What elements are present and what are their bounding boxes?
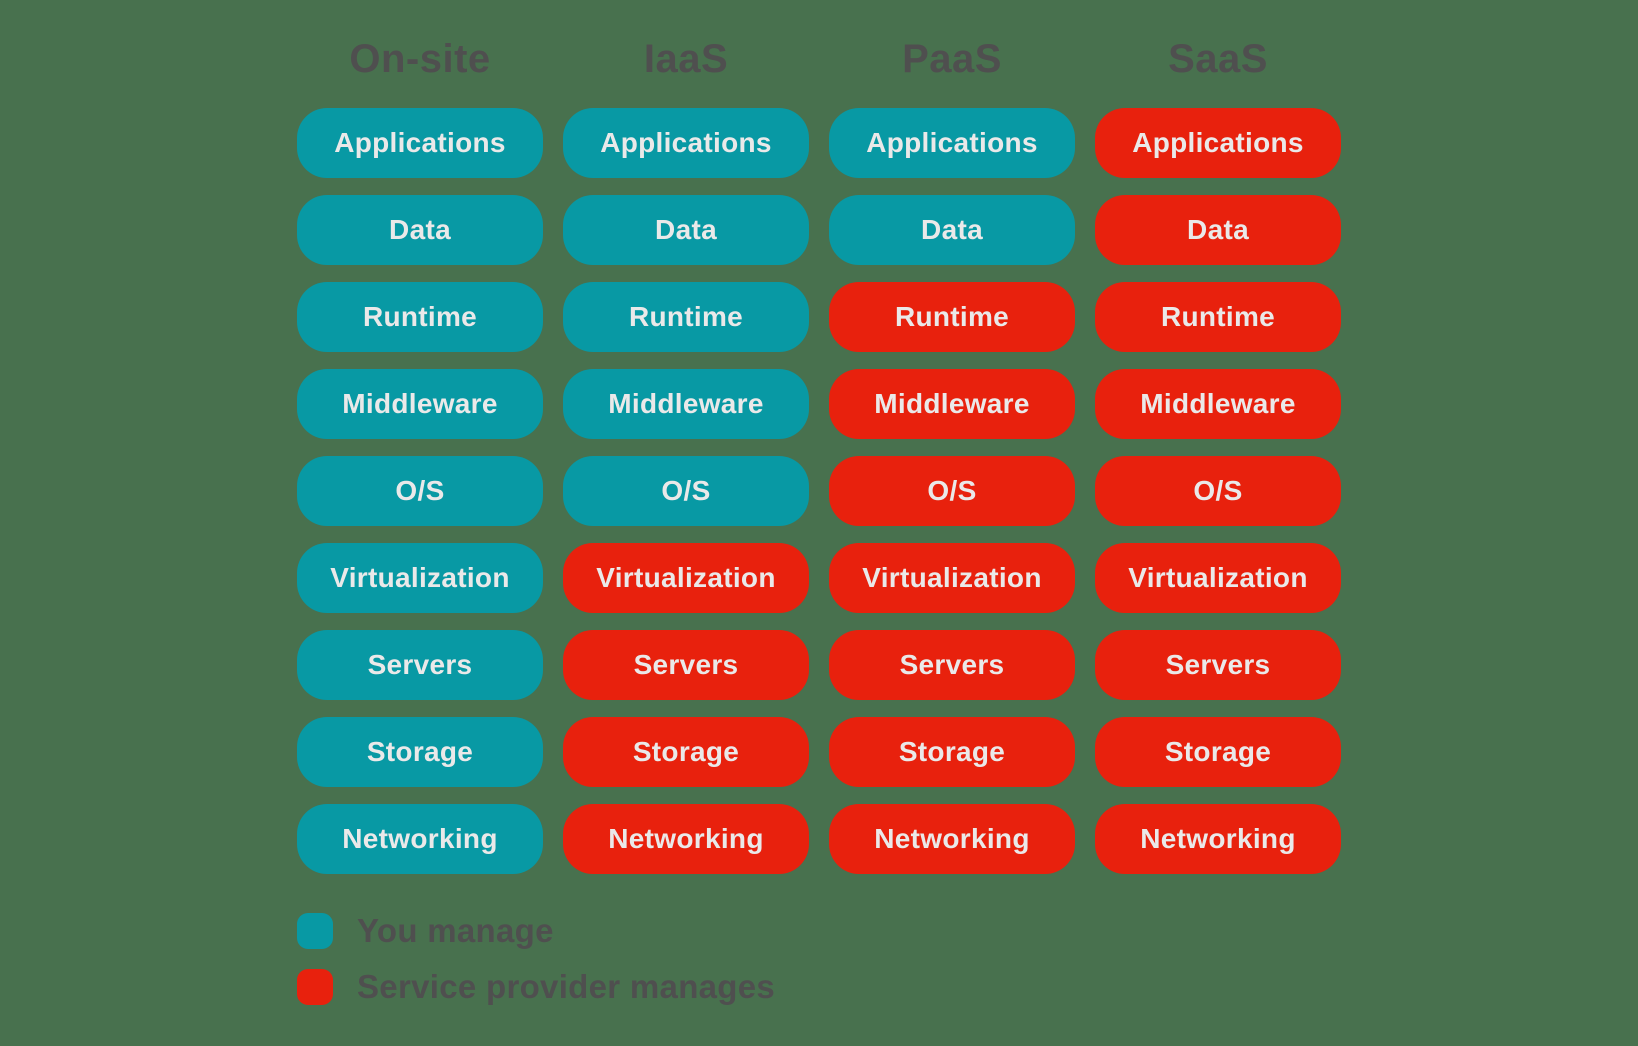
layer-pill-saas-data: Data: [1095, 195, 1341, 265]
layer-pill-on-site-servers: Servers: [297, 630, 543, 700]
column-header-iaas: IaaS: [643, 37, 729, 81]
layer-pill-iaas-storage: Storage: [563, 717, 809, 787]
layer-pill-saas-networking: Networking: [1095, 804, 1341, 874]
layer-pill-on-site-middleware: Middleware: [297, 369, 543, 439]
layer-pill-paas-middleware: Middleware: [829, 369, 1075, 439]
layer-pill-paas-virtualization: Virtualization: [829, 543, 1075, 613]
legend-swatch-provider: [297, 969, 333, 1005]
layer-pill-iaas-networking: Networking: [563, 804, 809, 874]
legend-label-you: You manage: [357, 912, 554, 949]
layer-pill-on-site-applications: Applications: [297, 108, 543, 178]
column-header-on-site: On-site: [349, 37, 491, 81]
column-header-saas: SaaS: [1168, 37, 1268, 81]
column-header-paas: PaaS: [902, 37, 1002, 81]
layer-pill-saas-applications: Applications: [1095, 108, 1341, 178]
layer-pill-iaas-runtime: Runtime: [563, 282, 809, 352]
layer-pill-paas-o-s: O/S: [829, 456, 1075, 526]
layer-pill-saas-runtime: Runtime: [1095, 282, 1341, 352]
layer-pill-iaas-middleware: Middleware: [563, 369, 809, 439]
layer-pill-paas-networking: Networking: [829, 804, 1075, 874]
layer-pill-on-site-virtualization: Virtualization: [297, 543, 543, 613]
layer-pill-saas-middleware: Middleware: [1095, 369, 1341, 439]
layer-pill-iaas-data: Data: [563, 195, 809, 265]
layer-pill-saas-virtualization: Virtualization: [1095, 543, 1341, 613]
layer-pill-saas-servers: Servers: [1095, 630, 1341, 700]
layer-pill-on-site-runtime: Runtime: [297, 282, 543, 352]
legend-item-provider: Service provider manages: [297, 969, 775, 1005]
layer-pill-iaas-o-s: O/S: [563, 456, 809, 526]
layer-pill-saas-storage: Storage: [1095, 717, 1341, 787]
legend-item-you: You manage: [297, 913, 775, 949]
layer-pill-paas-runtime: Runtime: [829, 282, 1075, 352]
legend-label-provider: Service provider manages: [357, 968, 776, 1005]
layer-pill-paas-applications: Applications: [829, 108, 1075, 178]
layer-pill-iaas-applications: Applications: [563, 108, 809, 178]
layer-pill-paas-servers: Servers: [829, 630, 1075, 700]
layer-pill-paas-data: Data: [829, 195, 1075, 265]
layer-pill-on-site-data: Data: [297, 195, 543, 265]
layer-pill-iaas-virtualization: Virtualization: [563, 543, 809, 613]
legend-swatch-you: [297, 913, 333, 949]
layer-pill-iaas-servers: Servers: [563, 630, 809, 700]
layer-pill-on-site-o-s: O/S: [297, 456, 543, 526]
layer-pill-on-site-storage: Storage: [297, 717, 543, 787]
layer-pill-paas-storage: Storage: [829, 717, 1075, 787]
layer-pill-on-site-networking: Networking: [297, 804, 543, 874]
layer-pill-saas-o-s: O/S: [1095, 456, 1341, 526]
